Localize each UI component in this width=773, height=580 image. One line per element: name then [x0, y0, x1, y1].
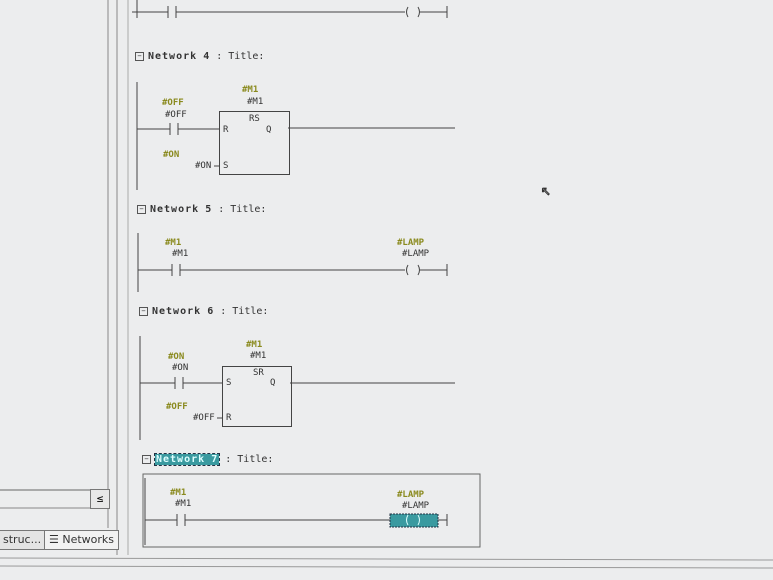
contact-operand[interactable]: #M1: [172, 249, 189, 259]
pin-r: R: [226, 413, 232, 423]
collapse-icon[interactable]: −: [142, 454, 151, 464]
network-label: Network: [148, 51, 198, 62]
tab-label: Networks: [62, 533, 115, 546]
network-number: 4: [203, 51, 211, 62]
collapse-icon[interactable]: −: [137, 204, 146, 214]
symbol-toggle-button[interactable]: ≤: [90, 489, 110, 509]
contact-symbol: #M1: [165, 238, 182, 248]
network-6-header[interactable]: −Network 6 : Title:: [139, 306, 268, 317]
block-operand[interactable]: #M1: [247, 97, 264, 107]
network-label: Network: [150, 204, 200, 215]
pin-q: Q: [270, 378, 276, 388]
input-operand[interactable]: #ON: [195, 161, 212, 171]
network-title[interactable]: : Title:: [220, 306, 269, 317]
block-symbol: #M1: [242, 85, 259, 95]
input-symbol: #OFF: [166, 402, 188, 412]
collapse-icon[interactable]: −: [135, 51, 144, 61]
contact-symbol: #M1: [170, 488, 187, 498]
network-number: 7: [211, 454, 219, 465]
input-operand[interactable]: #OFF: [193, 413, 215, 423]
pin-r: R: [223, 125, 229, 135]
contact-operand[interactable]: #OFF: [165, 110, 187, 120]
block-type: SR: [253, 368, 264, 378]
network-4-header[interactable]: −Network 4 : Title:: [135, 51, 264, 62]
coil-operand[interactable]: #LAMP: [402, 249, 430, 259]
network-5-header[interactable]: −Network 5 : Title:: [137, 204, 266, 215]
block-operand[interactable]: #M1: [250, 351, 267, 361]
sr-block[interactable]: SR S Q R: [222, 366, 292, 427]
contact-operand[interactable]: #M1: [175, 499, 192, 509]
network-number: 5: [205, 204, 213, 215]
network-label: Network: [152, 306, 202, 317]
pin-s: S: [223, 161, 229, 171]
tab-structure[interactable]: struc...: [0, 530, 47, 550]
mouse-cursor-icon: ↖: [541, 180, 552, 200]
block-symbol: #M1: [246, 340, 263, 350]
network-7-header[interactable]: −Network 7 : Title:: [142, 453, 274, 466]
tab-label: struc...: [3, 533, 42, 546]
network-title[interactable]: : Title:: [216, 51, 265, 62]
network-number: 6: [207, 306, 215, 317]
collapse-icon[interactable]: −: [139, 306, 148, 316]
network-title[interactable]: : Title:: [225, 454, 274, 465]
coil-symbol: #LAMP: [397, 238, 425, 248]
network-title[interactable]: : Title:: [218, 204, 267, 215]
rs-block[interactable]: RS R Q S: [219, 111, 290, 175]
pin-q: Q: [266, 125, 272, 135]
pin-s: S: [226, 378, 232, 388]
list-icon: ☰: [49, 533, 59, 546]
coil-symbol: #LAMP: [397, 490, 425, 500]
block-type: RS: [249, 114, 260, 124]
network-label: Network: [156, 454, 206, 465]
contact-operand[interactable]: #ON: [172, 363, 189, 373]
tab-networks[interactable]: ☰ Networks: [44, 530, 120, 550]
input-symbol: #ON: [163, 150, 180, 160]
contact-symbol: #ON: [168, 352, 185, 362]
coil-operand[interactable]: #LAMP: [402, 501, 430, 511]
contact-symbol: #OFF: [162, 98, 184, 108]
